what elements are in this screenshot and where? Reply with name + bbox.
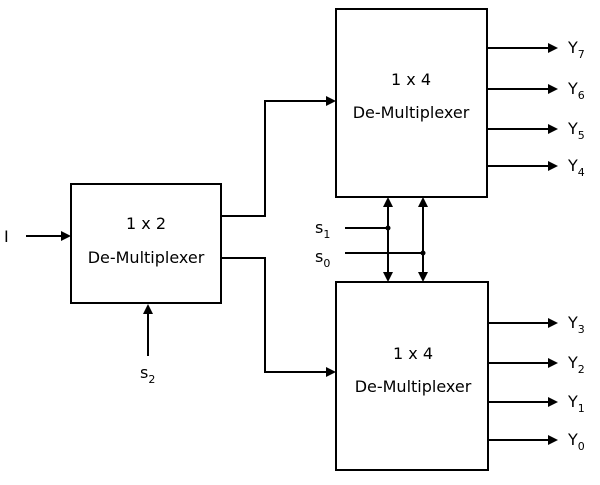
demux-1x2-title: 1 x 2 — [126, 214, 166, 233]
s2-label: s2 — [140, 363, 155, 386]
output-label-y3: Y3 — [567, 313, 585, 336]
outputs-bottom: Y3 Y2 Y1 Y0 — [488, 313, 585, 453]
s1-bus-down-arrow — [383, 272, 393, 282]
output-arrow-y2 — [548, 358, 558, 368]
output-arrow-y3 — [548, 318, 558, 328]
outputs-top: Y7 Y6 Y5 Y4 — [487, 38, 585, 179]
demux-bottom-subtitle: De-Multiplexer — [355, 377, 472, 396]
output-label-y0: Y0 — [567, 430, 585, 453]
output-arrow-y4 — [548, 161, 558, 171]
output-arrow-y7 — [548, 43, 558, 53]
output-label-y6: Y6 — [567, 79, 585, 102]
s1-label: s1 — [315, 218, 330, 241]
demux-top-subtitle: De-Multiplexer — [353, 103, 470, 122]
output-label-y2: Y2 — [567, 353, 585, 376]
top-demux-arrowhead — [326, 96, 336, 106]
output-arrow-y6 — [548, 84, 558, 94]
wire-to-bottom-demux — [221, 257, 326, 373]
s0-bus-up-arrow — [418, 197, 428, 207]
wire-to-top-demux — [221, 100, 326, 217]
s0-bus-down-arrow — [418, 272, 428, 282]
input-arrowhead — [61, 231, 71, 241]
demux-bottom-block — [335, 281, 489, 471]
demux-1x2-block — [70, 183, 222, 304]
demux-top-title: 1 x 4 — [391, 70, 431, 89]
input-label: I — [4, 227, 9, 246]
output-label-y4: Y4 — [567, 156, 585, 179]
s0-label: s0 — [315, 247, 330, 270]
output-arrow-y0 — [548, 435, 558, 445]
demux-1x2-subtitle: De-Multiplexer — [88, 248, 205, 267]
demux-bottom-title: 1 x 4 — [393, 344, 433, 363]
output-arrow-y5 — [548, 124, 558, 134]
output-label-y7: Y7 — [567, 38, 585, 61]
s1-bus-up-arrow — [383, 197, 393, 207]
demux-top-block — [335, 8, 488, 198]
output-label-y1: Y1 — [567, 392, 585, 415]
output-label-y5: Y5 — [567, 119, 585, 142]
s2-arrowhead — [143, 304, 153, 314]
output-arrow-y1 — [548, 397, 558, 407]
bottom-demux-arrowhead — [326, 367, 336, 377]
